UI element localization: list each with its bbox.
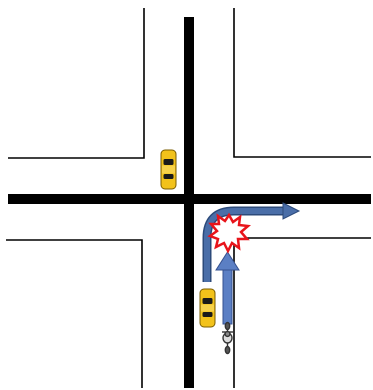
cyclist xyxy=(222,321,233,355)
center-line-horizontal xyxy=(8,194,371,204)
center-lines xyxy=(8,17,371,388)
straight-arrow-icon xyxy=(222,267,233,325)
collision-point xyxy=(207,212,251,254)
curb-bottom-right xyxy=(233,237,371,388)
bicycle-icon xyxy=(222,321,233,355)
car-icon xyxy=(199,288,216,328)
cyclist-straight-path xyxy=(215,251,240,325)
car-icon xyxy=(160,149,177,190)
curb-bottom-left xyxy=(6,239,143,388)
collision-burst-icon xyxy=(207,212,251,254)
curved-arrow-head xyxy=(282,202,301,220)
straight-arrow-head xyxy=(215,251,240,271)
car-northbound-lower xyxy=(199,288,216,328)
curb-top-right xyxy=(233,8,371,158)
curb-top-left xyxy=(8,8,145,159)
car-right-turn-path xyxy=(202,202,301,282)
car-northbound-upper xyxy=(160,149,177,190)
